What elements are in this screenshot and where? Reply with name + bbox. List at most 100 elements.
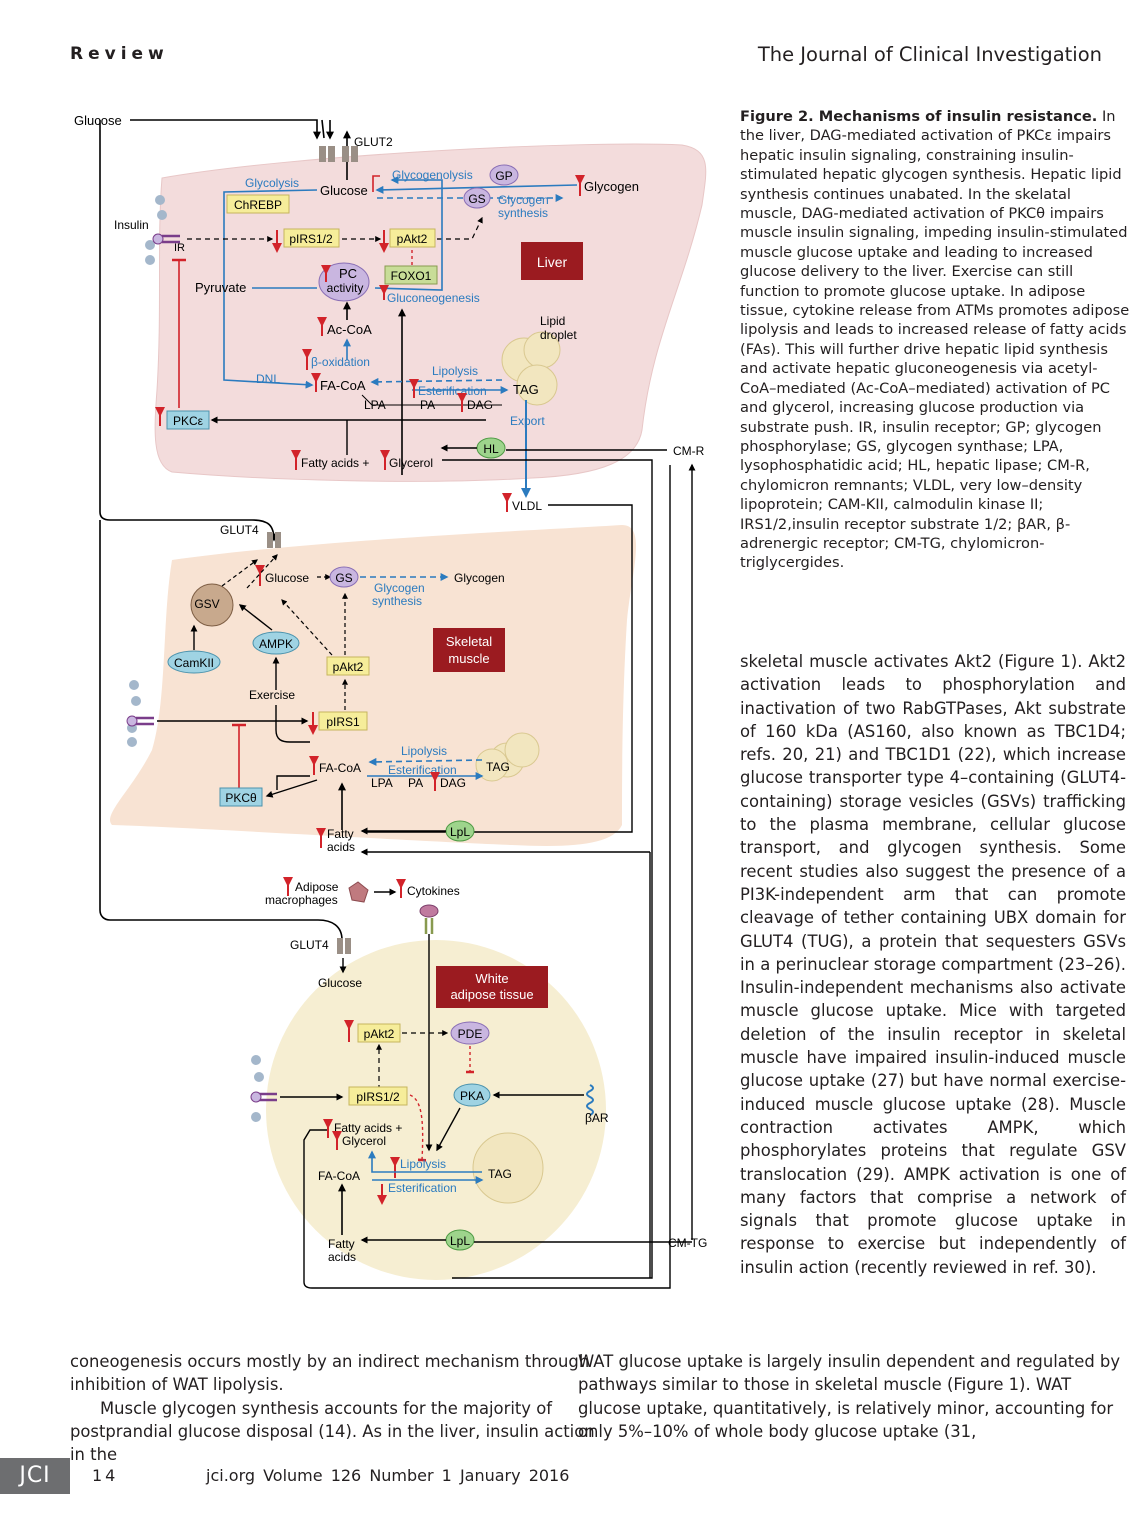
wat-facoa-label: FA-CoA — [318, 1169, 360, 1183]
adipose-macro-1: Adipose — [295, 880, 339, 894]
liver-glucose-label: Glucose — [320, 183, 368, 198]
insulin-label: Insulin — [114, 218, 149, 232]
bar-label: βAR — [585, 1111, 609, 1125]
lipid-droplet-2: droplet — [540, 328, 577, 342]
wat-pakt2-label: pAkt2 — [364, 1027, 395, 1041]
muscle-tag-label: TAG — [486, 760, 510, 774]
wat-title-2: adipose tissue — [450, 987, 533, 1002]
hl-label: HL — [483, 442, 499, 456]
muscle-pakt2-label: pAkt2 — [333, 660, 364, 674]
pc-activity-1: PC — [339, 266, 357, 281]
muscle-glysyn-2: synthesis — [372, 594, 422, 608]
cm-tg-label: CM-TG — [668, 1236, 707, 1250]
muscle-glut4-label: GLUT4 — [220, 523, 259, 537]
pka-label: PKA — [460, 1089, 484, 1103]
muscle-fatty-2: acids — [327, 840, 355, 854]
liver-lpa: LPA — [364, 398, 386, 412]
muscle-pa: PA — [408, 776, 423, 790]
foxo1-label: FOXO1 — [391, 269, 432, 283]
wat-glut4-label: GLUT4 — [290, 938, 329, 952]
liver-lipolysis-label: Lipolysis — [432, 364, 478, 378]
wat-glucose-label: Glucose — [318, 976, 362, 990]
right-column-text: skeletal muscle activates Akt2 (Figure 1… — [740, 650, 1126, 1279]
caption-title: Figure 2. Mechanisms of insulin resistan… — [740, 108, 1098, 125]
gp-label: GP — [495, 169, 512, 183]
liver-pakt2: pAkt2 — [397, 232, 428, 246]
vldl-label: VLDL — [512, 499, 542, 513]
ir-label: IR — [174, 242, 185, 254]
wat-fatty-1: Fatty — [328, 1237, 355, 1251]
right-paragraph-1: WAT glucose uptake is largely insulin de… — [578, 1352, 1121, 1441]
pkct-label: PKCθ — [225, 791, 257, 805]
muscle-esterification-label: Esterification — [388, 763, 457, 777]
fatty-acids-glycerol: Fatty acids + — [301, 456, 369, 470]
wat-pirs12-label: pIRS1/2 — [356, 1090, 400, 1104]
glycogenolysis-label: Glycogenolysis — [392, 168, 473, 182]
muscle-dag: DAG — [440, 776, 466, 790]
caption-body: In the liver, DAG-mediated activation of… — [740, 108, 1130, 572]
pyruvate-label: Pyruvate — [195, 280, 246, 295]
figure-caption: Figure 2. Mechanisms of insulin resistan… — [740, 107, 1130, 573]
liver-tag-label: TAG — [513, 382, 539, 397]
ampk-label: AMPK — [259, 637, 293, 651]
section-label: Review — [70, 44, 169, 64]
pkce-label: PKCε — [173, 414, 204, 428]
wat-esterification-label: Esterification — [388, 1181, 457, 1195]
muscle-lpa: LPA — [371, 776, 393, 790]
wat-fatty-2: acids — [328, 1250, 356, 1264]
glucose-top-label: Glucose — [74, 113, 122, 128]
left-paragraph-2: Muscle glycogen synthesis accounts for t… — [70, 1398, 595, 1465]
footer-meta: jci.org Volume 126 Number 1 January 2016 — [206, 1466, 570, 1485]
liver-dag: DAG — [467, 398, 493, 412]
ac-coa-label: Ac-CoA — [327, 322, 372, 337]
bottom-right-text: WAT glucose uptake is largely insulin de… — [578, 1350, 1128, 1443]
muscle-lipolysis-label: Lipolysis — [401, 744, 447, 758]
muscle-gs-label: GS — [335, 571, 352, 585]
glut2-label: GLUT2 — [354, 135, 393, 149]
left-paragraph-1: coneogenesis occurs mostly by an indirec… — [70, 1352, 590, 1395]
journal-title: The Journal of Clinical Investigation — [757, 43, 1102, 66]
glycolysis-label: Glycolysis — [245, 176, 299, 190]
export-label: Export — [510, 414, 545, 428]
chrebp-label: ChREBP — [234, 198, 282, 212]
wat-fa-glycerol-2: Glycerol — [342, 1134, 386, 1148]
muscle-pirs1-label: pIRS1 — [326, 715, 360, 729]
liver-pa: PA — [420, 398, 435, 412]
lipid-droplet-1: Lipid — [540, 314, 565, 328]
glycogen-syn-1: Glycogen — [498, 193, 549, 207]
wat-fa-glycerol-1: Fatty acids + — [334, 1121, 402, 1135]
wat-lpl: LpL — [450, 1234, 470, 1248]
gs-label: GS — [468, 192, 485, 206]
wat-lipolysis-label: Lipolysis — [400, 1157, 446, 1171]
skeletal-title-1: Skeletal — [446, 634, 492, 649]
cytokines-label: Cytokines — [407, 884, 460, 898]
muscle-glycogen-label: Glycogen — [454, 571, 505, 585]
glycogen-syn-2: synthesis — [498, 206, 548, 220]
beta-oxidation-label: β-oxidation — [311, 355, 370, 369]
dnl-label: DNL — [256, 372, 280, 386]
pde-label: PDE — [458, 1027, 483, 1041]
wat-tag-label: TAG — [488, 1167, 512, 1181]
liver-glycogen-label: Glycogen — [584, 179, 639, 194]
muscle-lpl: LpL — [450, 825, 470, 839]
muscle-glysyn-1: Glycogen — [374, 581, 425, 595]
cm-r-label: CM-R — [673, 444, 705, 458]
muscle-fatty-1: Fatty — [327, 827, 354, 841]
gsv-label: GSV — [194, 597, 219, 611]
liver-glycerol: Glycerol — [389, 456, 433, 470]
liver-esterification-label: Esterification — [418, 384, 487, 398]
exercise-label: Exercise — [249, 688, 295, 702]
gluconeogenesis-label: Gluconeogenesis — [387, 291, 480, 305]
insulin-resistance-figure: Liver Skeletal muscle White adipose tiss… — [74, 113, 707, 1289]
jci-logo: JCI — [0, 1458, 70, 1494]
liver-facoa-label: FA-CoA — [320, 378, 366, 393]
page-number: 14 — [92, 1466, 119, 1485]
adipose-macro-2: macrophages — [265, 893, 338, 907]
muscle-glucose-label: Glucose — [265, 571, 309, 585]
pc-activity-2: activity — [327, 281, 364, 295]
muscle-facoa-label: FA-CoA — [319, 761, 361, 775]
camkii-label: CamKII — [174, 656, 214, 670]
muscle-shape — [110, 525, 637, 846]
liver-title: Liver — [537, 254, 568, 270]
liver-pirs12: pIRS1/2 — [289, 232, 333, 246]
